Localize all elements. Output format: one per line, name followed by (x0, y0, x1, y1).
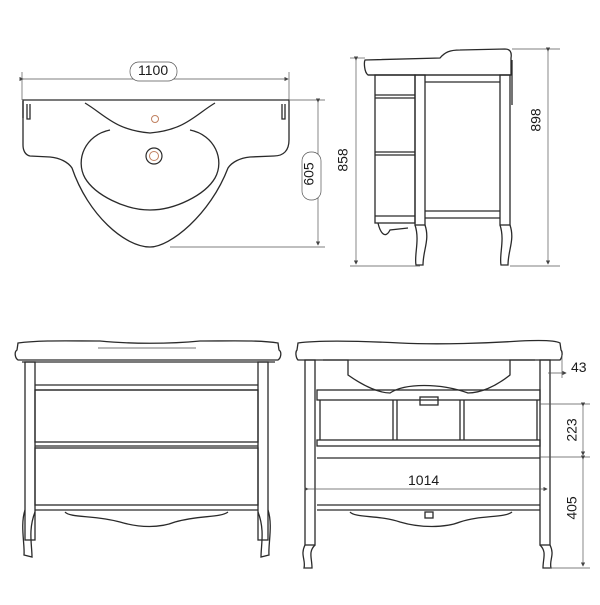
cabinet-height-label: 858 (334, 148, 351, 172)
upper-compartment-label: 223 (563, 418, 580, 442)
basin-outline (22, 99, 290, 248)
inner-width-label: 1014 (408, 472, 440, 488)
side-view (350, 47, 560, 267)
depth-dimension-label: 605 (300, 162, 317, 186)
top-offset-label: 43 (571, 359, 587, 375)
faucet-hole-icon (151, 115, 159, 123)
top-view (19, 61, 325, 248)
upper-drawer (34, 389, 259, 443)
front-view (14, 340, 282, 558)
total-height-label: 898 (527, 108, 544, 132)
lower-drawer (34, 447, 259, 506)
front-section-view (295, 339, 590, 569)
width-dimension-label: 1100 (138, 62, 169, 78)
bowl-outline (80, 129, 220, 211)
drain-icon (145, 147, 163, 165)
lower-compartment-label: 405 (563, 496, 580, 520)
